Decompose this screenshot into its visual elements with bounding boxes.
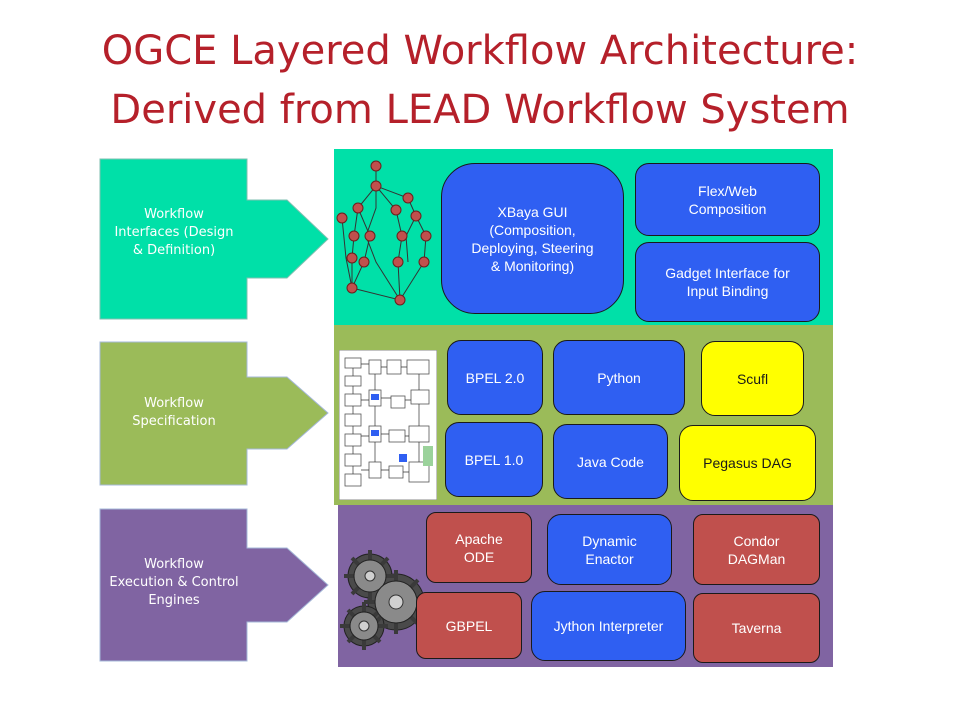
bpel-2-0-box: BPEL 2.0 xyxy=(447,340,543,415)
box-line: ODE xyxy=(463,548,495,565)
label-line: Workflow xyxy=(144,207,204,222)
arrow-specification-shape xyxy=(99,341,329,486)
gbpel-box: GBPEL xyxy=(416,592,522,659)
condor-dagman-box: Condor DAGMan xyxy=(693,514,820,585)
box-label: BPEL 2.0 xyxy=(465,369,525,386)
box-label: Python xyxy=(597,369,641,386)
box-line: Dynamic xyxy=(582,532,637,549)
label-line: Execution & Control xyxy=(109,575,239,590)
box-line: & Monitoring) xyxy=(490,257,575,274)
box-line: Composition xyxy=(688,200,767,217)
box-label: Scufl xyxy=(736,370,769,387)
arrow-execution-label: Workflow Execution & Control Engines xyxy=(99,556,249,610)
jython-interpreter-box: Jython Interpreter xyxy=(531,591,686,661)
gears-icon xyxy=(340,550,428,650)
flex-web-composition-box: Flex/Web Composition xyxy=(635,163,820,236)
box-line: Enactor xyxy=(585,550,634,567)
label-line: Interfaces (Design xyxy=(114,225,234,240)
box-label: Taverna xyxy=(731,620,782,636)
apache-ode-box: Apache ODE xyxy=(426,512,532,583)
box-line: (Composition, xyxy=(489,221,576,238)
box-line: Input Binding xyxy=(686,283,769,299)
label-line: Specification xyxy=(132,414,216,429)
box-line: Flex/Web xyxy=(698,182,757,199)
arrow-specification: Workflow Specification xyxy=(99,341,331,505)
title-line-2: Derived from LEAD Workflow System xyxy=(110,87,850,133)
xbaya-gui-box: XBaya GUI (Composition, Deploying, Steer… xyxy=(441,163,624,314)
workflow-diagram-thumbnail-icon xyxy=(339,350,437,500)
box-line: XBaya GUI xyxy=(497,203,568,220)
bpel-1-0-box: BPEL 1.0 xyxy=(445,422,543,497)
box-label: Jython Interpreter xyxy=(553,618,664,634)
box-label: Pegasus DAG xyxy=(703,455,792,471)
dynamic-enactor-box: Dynamic Enactor xyxy=(547,514,672,585)
label-line: Workflow xyxy=(144,557,204,572)
box-label: GBPEL xyxy=(445,617,493,634)
title-line-1: OGCE Layered Workflow Architecture: xyxy=(101,28,859,74)
box-line: Condor xyxy=(733,532,780,549)
arrow-interfaces-shape xyxy=(99,158,329,320)
label-line: Workflow xyxy=(144,396,204,411)
python-box: Python xyxy=(553,340,685,415)
taverna-box: Taverna xyxy=(693,593,820,663)
label-line: & Definition) xyxy=(132,243,216,258)
gadget-interface-box: Gadget Interface for Input Binding xyxy=(635,242,820,322)
label-line: Engines xyxy=(148,593,200,608)
arrow-interfaces: Workflow Interfaces (Design & Definition… xyxy=(99,158,331,322)
box-line: Deploying, Steering xyxy=(471,239,594,256)
arrow-specification-label: Workflow Specification xyxy=(99,395,249,431)
scufl-box: Scufl xyxy=(701,341,804,416)
pegasus-dag-box: Pegasus DAG xyxy=(679,425,816,501)
arrow-execution: Workflow Execution & Control Engines xyxy=(99,508,331,672)
box-label: Java Code xyxy=(577,453,644,470)
java-code-box: Java Code xyxy=(553,424,668,499)
box-line: Gadget Interface for xyxy=(665,265,790,281)
box-line: DAGMan xyxy=(727,550,786,567)
arrow-interfaces-label: Workflow Interfaces (Design & Definition… xyxy=(99,206,249,260)
workflow-graph-icon xyxy=(336,160,432,306)
box-line: Apache xyxy=(455,530,503,547)
box-label: BPEL 1.0 xyxy=(464,451,524,468)
arrow-execution-shape xyxy=(99,508,329,662)
